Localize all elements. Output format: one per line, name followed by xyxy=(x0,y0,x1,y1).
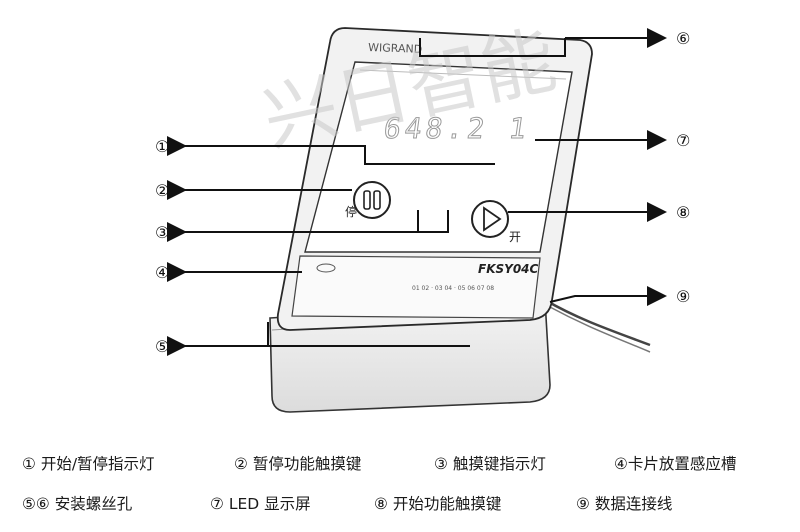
legend-item: ⑤⑥ 安装螺丝孔 xyxy=(22,492,132,514)
legend-item: ④卡片放置感应槽 xyxy=(614,452,736,474)
legend-item: ② 暂停功能触摸键 xyxy=(234,452,361,474)
indicator-strip: 01 02 · 03 04 · 05 06 07 08 xyxy=(412,285,494,292)
legend-item: ⑧ 开始功能触摸键 xyxy=(374,492,501,514)
marker-5: ⑤ xyxy=(155,337,169,356)
start-char: 开 xyxy=(509,230,521,244)
legend-item: ③ 触摸键指示灯 xyxy=(434,452,546,474)
data-cable xyxy=(545,300,650,345)
device-diagram: WIGRAND 648.2 1 停 开 FKSY04C 01 02 · 03 0… xyxy=(0,0,800,440)
legend-item: ① 开始/暂停指示灯 xyxy=(22,452,155,474)
marker-8: ⑧ xyxy=(676,203,690,222)
marker-9: ⑨ xyxy=(676,287,690,306)
marker-3: ③ xyxy=(155,223,169,242)
pause-char: 停 xyxy=(345,204,357,219)
legend: ① 开始/暂停指示灯 ② 暂停功能触摸键 ③ 触摸键指示灯 ④卡片放置感应槽 ⑤… xyxy=(0,440,800,532)
legend-item: ⑦ LED 显示屏 xyxy=(210,492,311,514)
legend-item: ⑨ 数据连接线 xyxy=(576,492,672,514)
marker-6: ⑥ xyxy=(676,29,690,48)
marker-7: ⑦ xyxy=(676,131,690,150)
marker-2: ② xyxy=(155,181,169,200)
marker-4: ④ xyxy=(155,263,169,282)
model-label: FKSY04C xyxy=(478,262,539,276)
marker-1: ① xyxy=(155,137,169,156)
